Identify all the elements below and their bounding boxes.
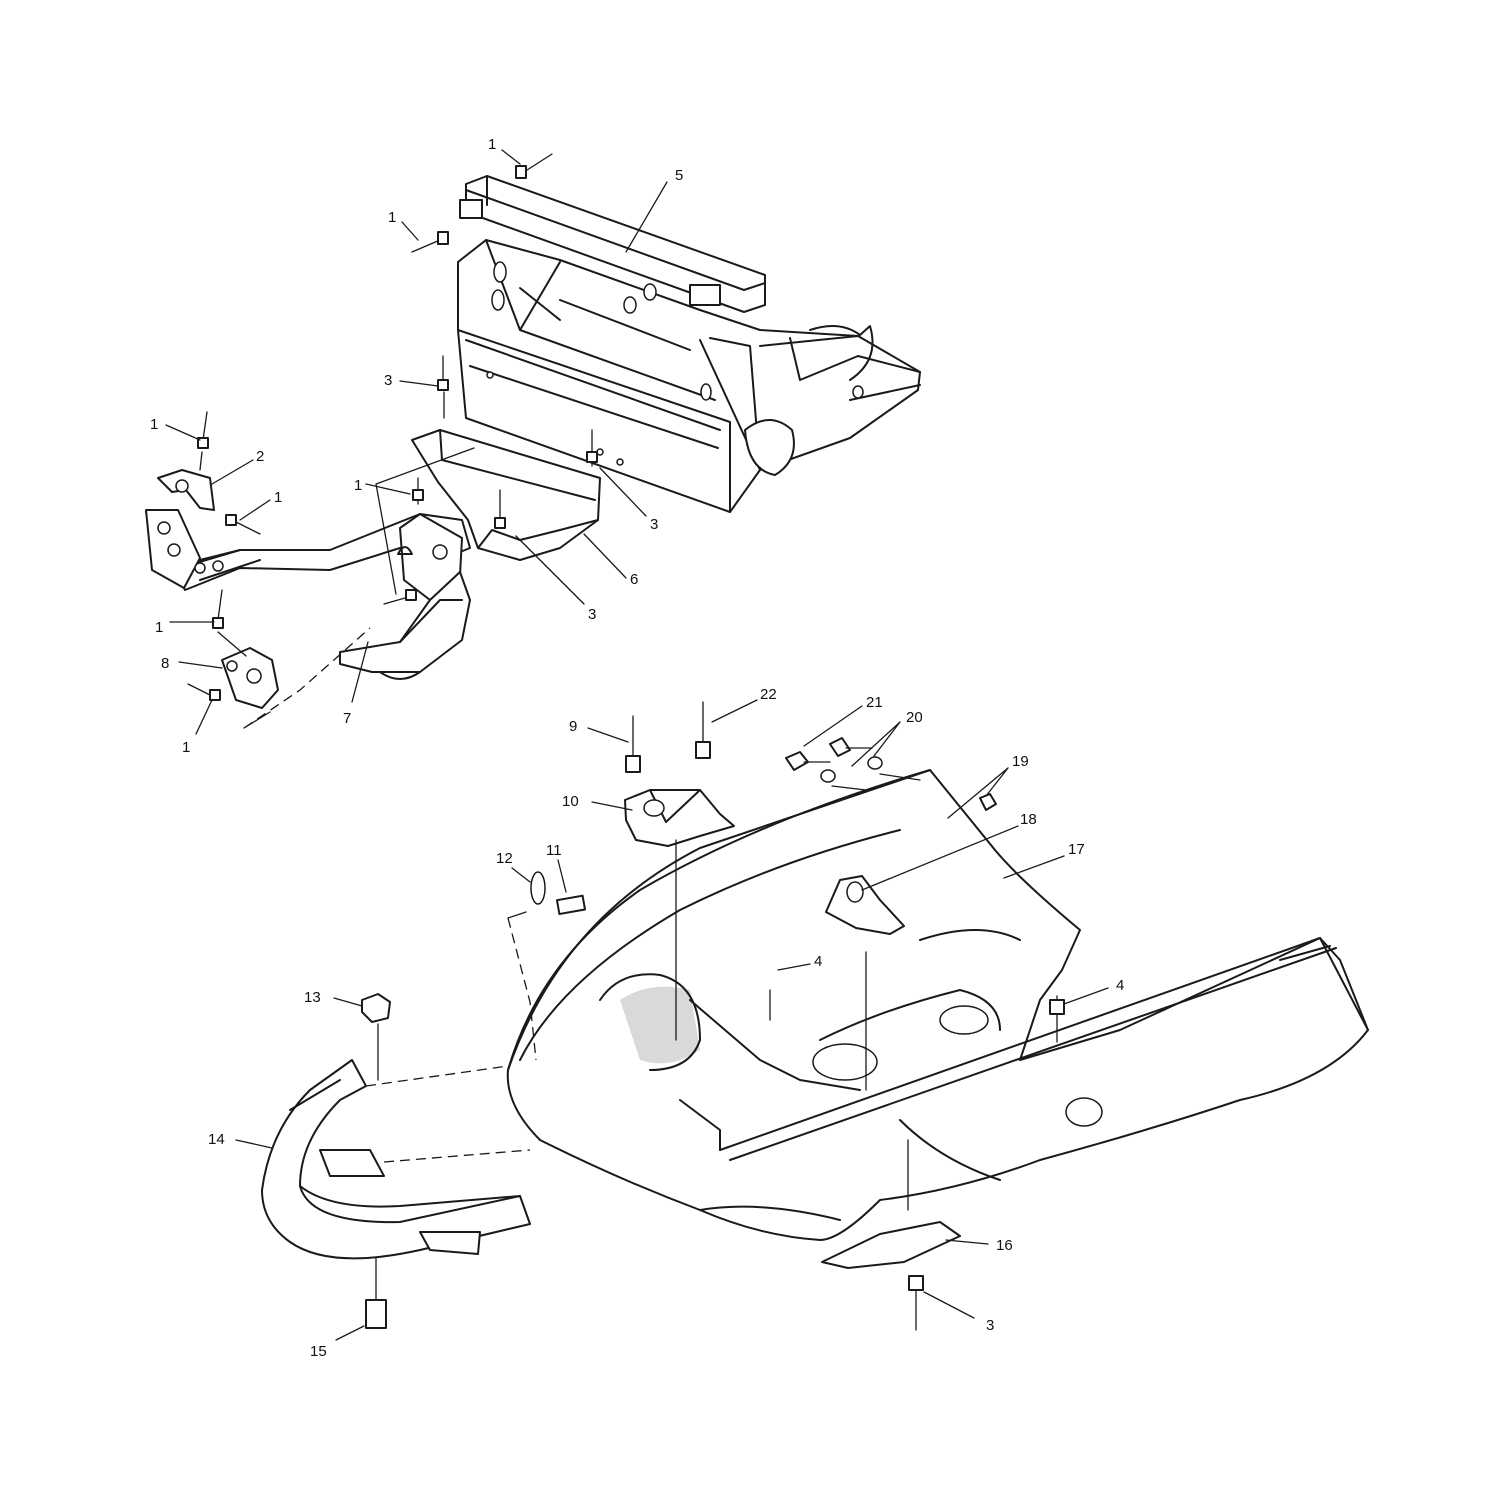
callout-1: 1: [182, 739, 190, 756]
callout-9: 9: [569, 718, 577, 735]
callout-2: 2: [256, 448, 264, 465]
callout-17: 17: [1068, 841, 1085, 858]
callout-4: 4: [814, 953, 822, 970]
skid-plate: [821, 1221, 961, 1269]
callout-3: 3: [650, 516, 658, 533]
callout-1: 1: [274, 489, 282, 506]
motor-mount: [624, 789, 735, 847]
callout-19: 19: [1012, 753, 1029, 770]
callout-22: 22: [760, 686, 777, 703]
callout-11: 11: [546, 842, 562, 859]
callout-7: 7: [343, 710, 351, 727]
callout-labels: 1 5 1 3 1 2 1 1 3 6 3 1 8 7 1 22 9 21 20…: [150, 136, 1124, 1360]
arm-bracket: [339, 571, 471, 673]
callout-1: 1: [488, 136, 496, 153]
callout-1: 1: [150, 416, 158, 433]
mount-bracket: [411, 429, 601, 561]
callout-1: 1: [155, 619, 163, 636]
bumper-bar: [261, 1059, 531, 1260]
callout-5: 5: [675, 167, 683, 184]
callout-10: 10: [562, 793, 579, 810]
callout-3: 3: [588, 606, 596, 623]
front-bumper: [261, 1059, 531, 1260]
fasteners-upper: [187, 153, 598, 729]
mounting-hardware: [361, 701, 1065, 1331]
nose-pan: [506, 769, 1369, 1241]
callout-8: 8: [161, 655, 169, 672]
callout-14: 14: [208, 1131, 225, 1148]
callout-1: 1: [388, 209, 396, 226]
callout-3: 3: [384, 372, 392, 389]
callout-15: 15: [310, 1343, 327, 1360]
callout-18: 18: [1020, 811, 1037, 828]
callout-1: 1: [354, 477, 362, 494]
hood-bracket: [825, 875, 905, 935]
callout-3: 3: [986, 1317, 994, 1334]
leader-lines: [165, 149, 1109, 1341]
nose-pan-assembly: [506, 769, 1369, 1269]
callout-16: 16: [996, 1237, 1013, 1254]
callout-4: 4: [1116, 977, 1124, 994]
callout-21: 21: [866, 694, 883, 711]
callout-20: 20: [906, 709, 923, 726]
front-frame-assembly: [457, 175, 921, 513]
frame-body: [457, 239, 921, 513]
callout-12: 12: [496, 850, 513, 867]
callout-6: 6: [630, 571, 638, 588]
bumper-bracket-assembly: [145, 429, 601, 709]
callout-13: 13: [304, 989, 321, 1006]
